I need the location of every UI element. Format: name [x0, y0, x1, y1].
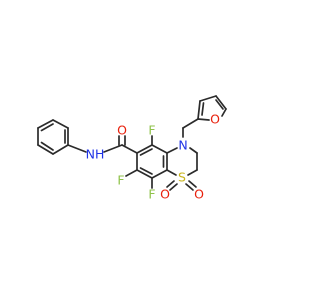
bond	[166, 180, 175, 188]
bond	[201, 102, 205, 116]
bond	[52, 119, 69, 129]
bond	[185, 183, 194, 191]
bond	[103, 144, 123, 153]
molecule-structure: F F F O NH N S O O O	[37, 95, 227, 202]
bond	[151, 169, 168, 179]
bond	[221, 108, 227, 117]
bond	[67, 144, 87, 153]
bond	[215, 95, 227, 110]
ring-nitrogen-atom: N	[178, 138, 187, 153]
bond	[37, 144, 54, 155]
bond	[188, 180, 197, 188]
atom-labels: F F F O NH N S O O O	[86, 112, 220, 202]
bond	[166, 169, 177, 176]
bond	[189, 147, 198, 154]
bond	[52, 144, 69, 155]
bond	[37, 119, 54, 129]
furan-oxygen-atom: O	[210, 112, 220, 127]
fluorine-atom-top: F	[148, 123, 155, 138]
bond	[197, 100, 201, 120]
molecule-canvas: F F F O NH N S O O O	[37, 95, 227, 202]
bond	[169, 183, 178, 191]
bond	[136, 144, 153, 154]
bond	[215, 99, 224, 110]
bond	[197, 118, 210, 121]
bond	[40, 141, 54, 151]
bonds	[37, 95, 227, 191]
bond	[199, 95, 217, 102]
sulfonyl-oxygen-right-atom: O	[194, 187, 204, 202]
bond	[187, 169, 198, 176]
amide-nh-atom: NH	[86, 147, 105, 162]
bond	[182, 118, 199, 129]
bond	[166, 147, 178, 154]
bond	[151, 144, 168, 154]
bond	[139, 148, 153, 156]
bond	[40, 123, 54, 132]
fluorine-atom-bottom: F	[148, 187, 155, 202]
bond	[125, 169, 138, 177]
fluorine-atom-left: F	[117, 173, 124, 188]
bond	[136, 169, 153, 179]
bond	[139, 167, 153, 175]
ring-sulfur-atom: S	[178, 170, 186, 185]
bond	[121, 144, 138, 154]
sulfonyl-oxygen-left-atom: O	[160, 187, 170, 202]
amide-oxygen-atom: O	[117, 123, 127, 138]
